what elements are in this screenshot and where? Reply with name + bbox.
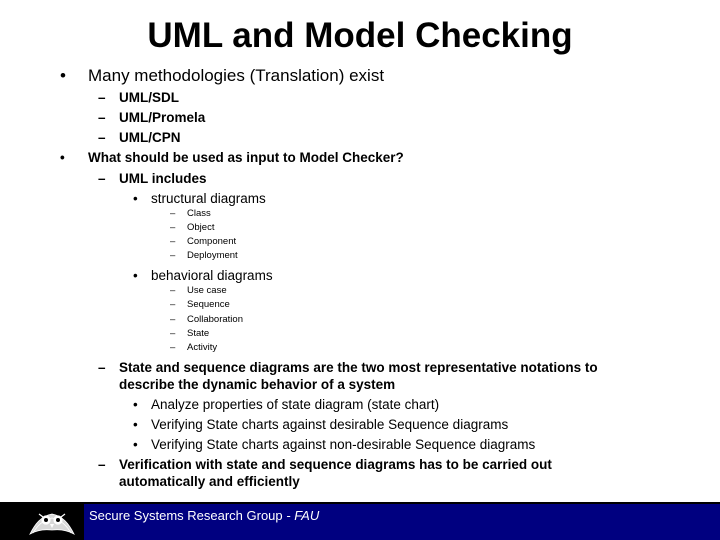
sub-bullet-marker: – (98, 171, 106, 186)
bullet-text: What should be used as input to Model Ch… (88, 150, 404, 165)
level3-bullet-marker: • (133, 397, 138, 412)
level3-bullet-text: structural diagrams (151, 191, 266, 206)
sub-bullet-text: UML/SDL (119, 90, 179, 105)
sub-bullet-marker: – (98, 457, 106, 472)
sub-bullet-text-cont: describe the dynamic behavior of a syste… (119, 377, 396, 392)
level4-bullet-text: Use case (187, 285, 227, 296)
level4-bullet-text: Component (187, 236, 237, 247)
level3-bullet-text: Analyze properties of state diagram (sta… (151, 397, 440, 412)
owl-logo-icon (29, 513, 75, 536)
level4-bullet-marker: – (170, 299, 176, 310)
sub-bullet-marker: – (98, 90, 106, 105)
sub-bullet-text: UML/CPN (119, 130, 181, 145)
sub-bullet-text: State and sequence diagrams are the two … (119, 360, 598, 375)
level3-bullet-text: Verifying State charts against non-desir… (151, 437, 536, 452)
level3-bullet-marker: • (133, 437, 138, 452)
level4-bullet-marker: – (170, 342, 176, 353)
level4-bullet-marker: – (170, 208, 176, 219)
footer-band (84, 504, 720, 540)
level3-bullet-text: Verifying State charts against desirable… (151, 417, 509, 432)
bullet-marker: • (60, 150, 65, 165)
sub-bullet-marker: – (98, 110, 106, 125)
level3-bullet-marker: • (133, 268, 138, 283)
level4-bullet-text: Deployment (187, 250, 238, 261)
level4-bullet-marker: – (170, 314, 176, 325)
level4-bullet-marker: – (170, 236, 176, 247)
level3-bullet-text: behavioral diagrams (151, 268, 273, 283)
sub-bullet-text: UML includes (119, 171, 207, 186)
level4-bullet-text: Object (187, 222, 215, 233)
sub-bullet-text: UML/Promela (119, 110, 206, 125)
sub-bullet-marker: – (98, 360, 106, 375)
level4-bullet-text: State (187, 328, 210, 339)
sub-bullet-text-cont: automatically and efficiently (119, 474, 300, 489)
level4-bullet-marker: – (170, 285, 176, 296)
sub-bullet-marker: – (98, 130, 106, 145)
level4-bullet-marker: – (170, 222, 176, 233)
level3-bullet-marker: • (133, 191, 138, 206)
footer-org: Secure Systems Research Group (89, 508, 283, 523)
sub-bullet-text: Verification with state and sequence dia… (119, 457, 552, 472)
level4-bullet-text: Class (187, 208, 211, 219)
bullet-text: Many methodologies (Translation) exist (88, 66, 385, 85)
level3-bullet-marker: • (133, 417, 138, 432)
level4-bullet-text: Activity (187, 342, 218, 353)
slide-title: UML and Model Checking (147, 16, 573, 55)
footer-affiliation: FAU (294, 508, 320, 523)
level4-bullet-text: Collaboration (187, 314, 243, 325)
footer-separator: - (282, 508, 295, 523)
level4-bullet-text: Sequence (187, 299, 230, 310)
level4-bullet-marker: – (170, 328, 176, 339)
level4-bullet-marker: – (170, 250, 176, 261)
footer-caption: Secure Systems Research Group - FAU (89, 508, 319, 523)
bullet-marker: • (60, 66, 66, 85)
